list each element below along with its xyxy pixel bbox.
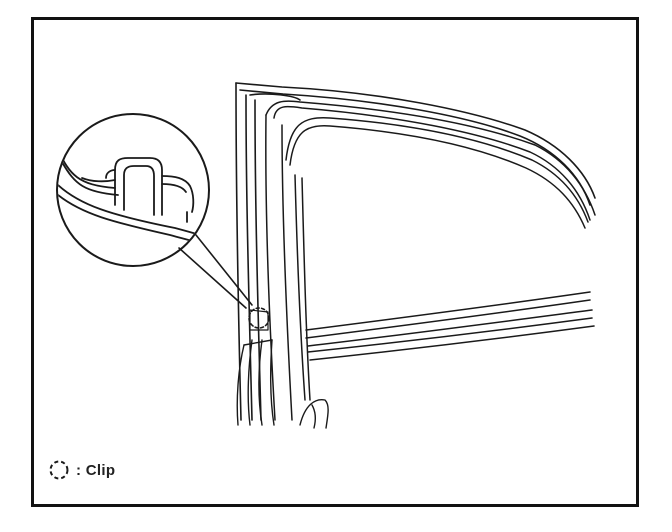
legend: : Clip xyxy=(48,458,115,482)
magnified-detail xyxy=(56,113,210,267)
callout-leader xyxy=(178,234,253,309)
beltline-strips xyxy=(305,291,595,361)
legend-label: : Clip xyxy=(76,461,116,479)
window-opening xyxy=(265,100,596,421)
lower-weatherstrip xyxy=(236,339,329,429)
clip-location-marker xyxy=(248,307,270,329)
dashed-circle-icon xyxy=(49,460,69,480)
door-frame-outline xyxy=(235,82,596,421)
